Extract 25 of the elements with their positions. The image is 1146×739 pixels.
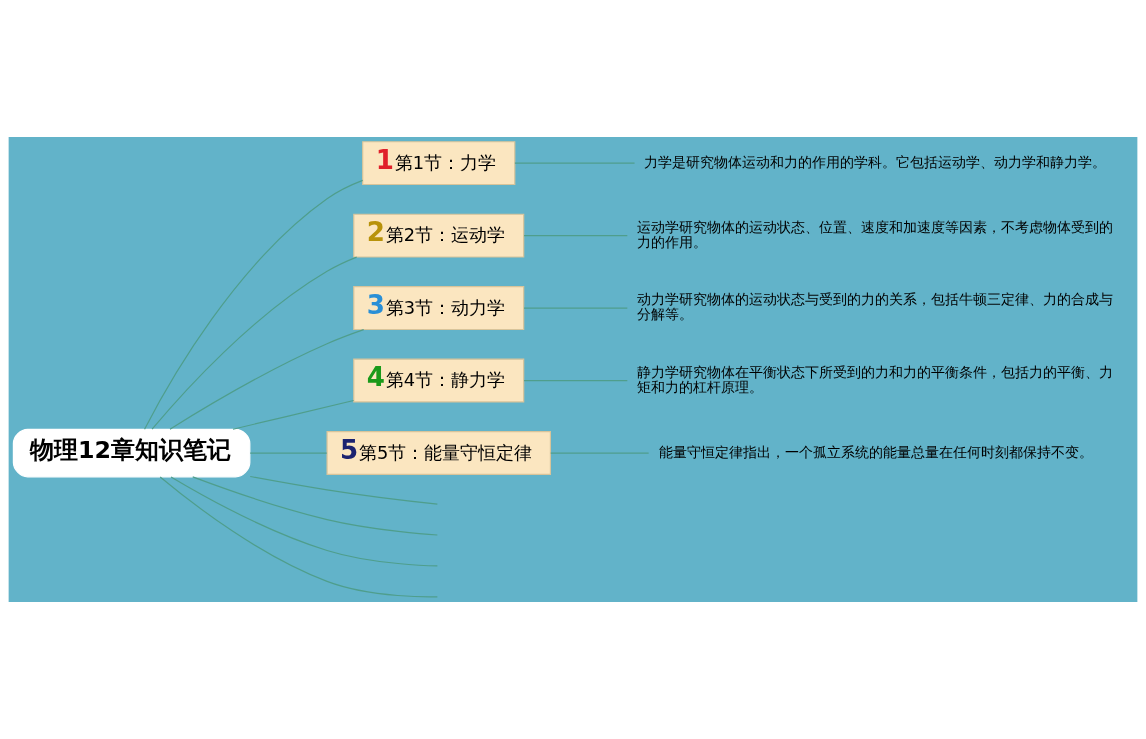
node-text: 能量守恒定律指出，一个孤立系统的能量总量在任何时刻都保持不变。 xyxy=(658,443,1093,460)
connector xyxy=(192,476,438,536)
node-box: 3第3节：动力学 xyxy=(353,286,525,331)
connector xyxy=(159,476,438,598)
connector xyxy=(232,399,355,430)
connector xyxy=(170,476,438,567)
node-text: 动力学研究物体的运动状态与受到的力的关系，包括牛顿三定律、力的合成与分解等。 xyxy=(637,291,1114,323)
connector xyxy=(550,452,650,454)
connector xyxy=(249,452,328,454)
connector xyxy=(523,379,628,382)
connector xyxy=(143,179,364,430)
connector xyxy=(523,307,628,309)
node-text: 运动学研究物体的运动状态、位置、速度和加速度等因素，不考虑物体受到的力的作用。 xyxy=(637,218,1114,251)
node-text: 静力学研究物体在平衡状态下所受到的力和力的平衡条件，包括力的平衡、力矩和力的杠杆原理。 xyxy=(637,363,1114,395)
node-box: 2第2节：运动学 xyxy=(353,213,525,258)
connector xyxy=(514,162,636,164)
connector xyxy=(249,475,438,505)
node-box: 物理12章知识笔记 xyxy=(12,428,251,478)
node-box: 1第1节：力学 xyxy=(362,141,516,186)
connector xyxy=(169,329,365,430)
connector xyxy=(523,235,628,237)
node-text: 力学是研究物体运动和力的作用的学科。它包括运动学、动力学和静力学。 xyxy=(644,153,1107,170)
node-box: 5第5节：能量守恒定律 xyxy=(326,431,552,476)
node-box: 4第4节：静力学 xyxy=(353,358,525,403)
connector xyxy=(151,256,358,430)
